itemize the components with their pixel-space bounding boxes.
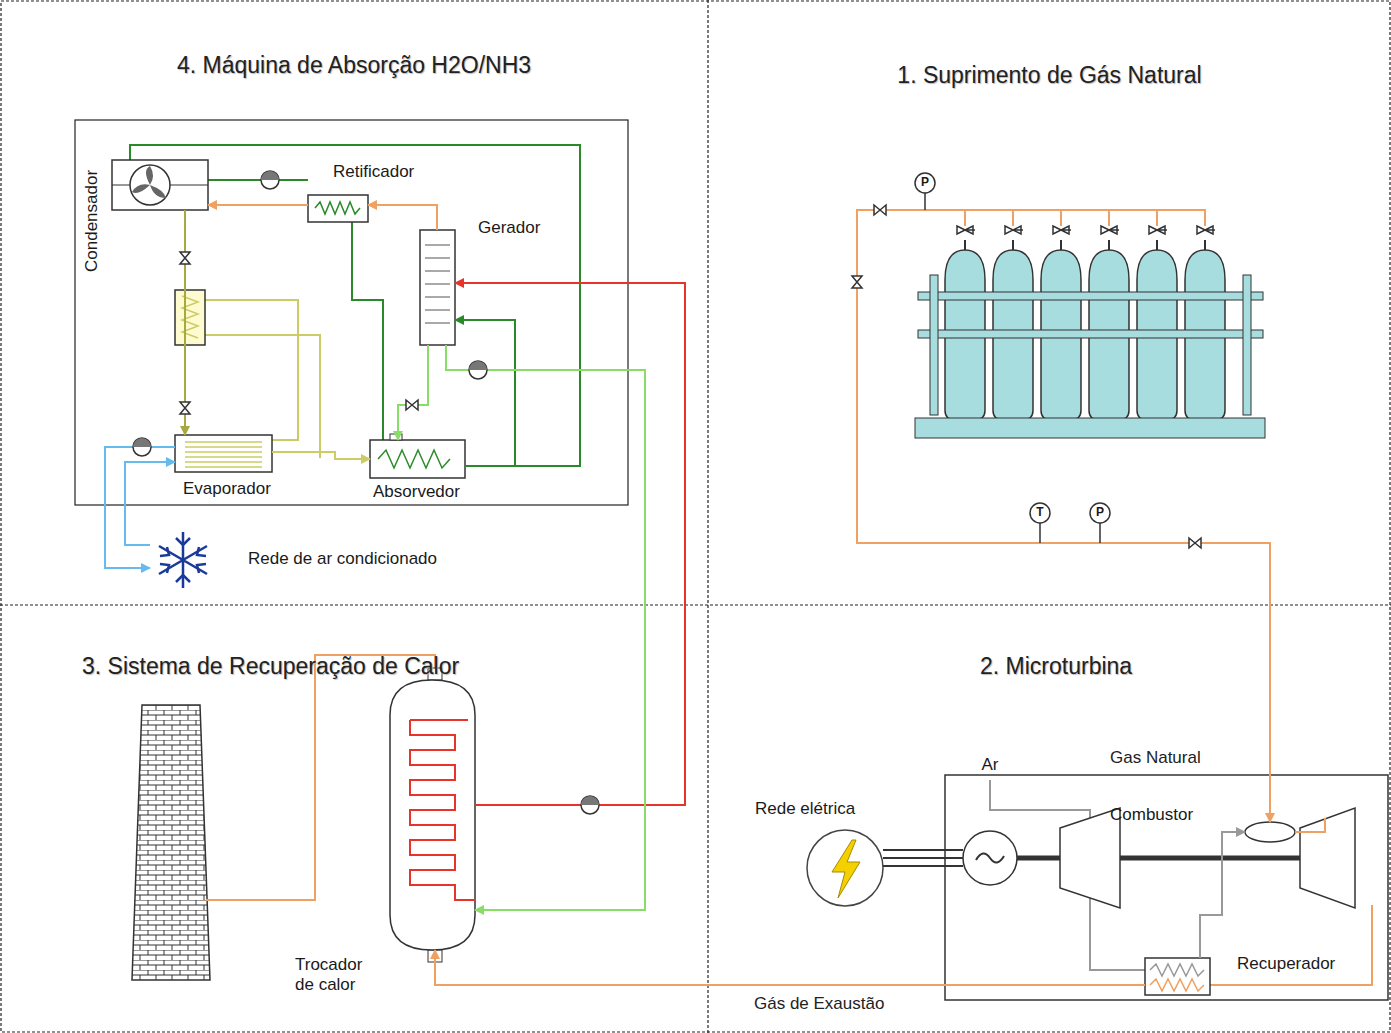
rectifier-unit — [308, 195, 368, 222]
component-label: Trocador de calor — [295, 955, 375, 994]
recuperator-box: Recuperador — [1145, 958, 1210, 995]
rectifier-box: Retificador — [308, 195, 368, 222]
panel: 3. Sistema de Recuperação de CalorTrocad… — [0, 605, 708, 1033]
generator-box: Gerador — [420, 230, 455, 345]
evaporator-box: Evaporador — [175, 435, 272, 472]
pipe-label: Gas Natural — [1108, 748, 1203, 768]
chimney — [132, 705, 210, 980]
panel-title: 1. Suprimento de Gás Natural — [708, 62, 1391, 88]
component-label: Absorvedor — [373, 482, 460, 502]
component-label: Evaporador — [183, 479, 271, 499]
evaporator-unit — [175, 435, 272, 472]
panel: 2. MicroturbinaRede elétricaCombustorRec… — [708, 605, 1391, 1033]
heat-exchanger: Trocador de calor — [390, 680, 475, 950]
generator-column — [420, 230, 455, 345]
gas-supply-pipe — [852, 173, 1270, 605]
panel-title: 2. Microturbina — [980, 653, 1132, 679]
pipe-connector — [1200, 832, 1245, 958]
pipe-connector — [272, 452, 370, 459]
air-conditioning-network: Rede de ar condicionado — [150, 530, 570, 590]
turbine-housing — [945, 775, 1388, 1000]
condenser-box: Condensador — [112, 160, 208, 210]
pipe-connector — [435, 950, 1145, 985]
gas-cylinder-bank — [915, 226, 1265, 438]
pipe-connector — [105, 447, 175, 568]
pipe-connector — [446, 345, 645, 910]
absorber-box: Absorvedor — [370, 440, 465, 478]
pipe-connector — [398, 345, 428, 440]
pipe-connector — [455, 320, 515, 466]
gauge-letter: P — [921, 176, 929, 190]
pipe-connector — [368, 205, 437, 230]
heat-exchanger-vessel — [390, 668, 475, 962]
pipe-label: Gás de Exaustão — [752, 994, 886, 1014]
panel-title: 3. Sistema de Recuperação de Calor — [82, 653, 459, 679]
component-label: Gerador — [478, 218, 540, 238]
component-label: Combustor — [1110, 805, 1193, 825]
pipe-connector — [208, 204, 308, 206]
inlet-label: Ar — [982, 755, 999, 775]
gauge-letter: P — [1096, 506, 1104, 520]
combustor: Combustor — [1245, 822, 1295, 842]
component-label: Recuperador — [1237, 954, 1335, 974]
gauge-letter: T — [1036, 506, 1043, 520]
absorber-unit — [370, 434, 465, 478]
component-label: Rede de ar condicionado — [248, 549, 437, 569]
component-label: Condensador — [82, 170, 102, 272]
panel: 1. Suprimento de Gás Natural — [708, 0, 1391, 605]
pipe-connector — [1269, 605, 1271, 822]
subcooler — [175, 290, 205, 345]
condenser-unit — [112, 160, 208, 210]
snowflake-icon — [159, 532, 207, 588]
pipe-connector — [455, 283, 685, 805]
panel: 4. Máquina de Absorção H2O/NH3Condensado… — [0, 0, 708, 605]
panel-title: 4. Máquina de Absorção H2O/NH3 — [0, 52, 708, 78]
power-grid: Rede elétrica — [807, 830, 883, 906]
component-label: Retificador — [333, 162, 414, 182]
turbine-machinery — [807, 780, 1372, 995]
pipe-connector — [125, 462, 175, 545]
component-label: Rede elétrica — [755, 799, 855, 819]
